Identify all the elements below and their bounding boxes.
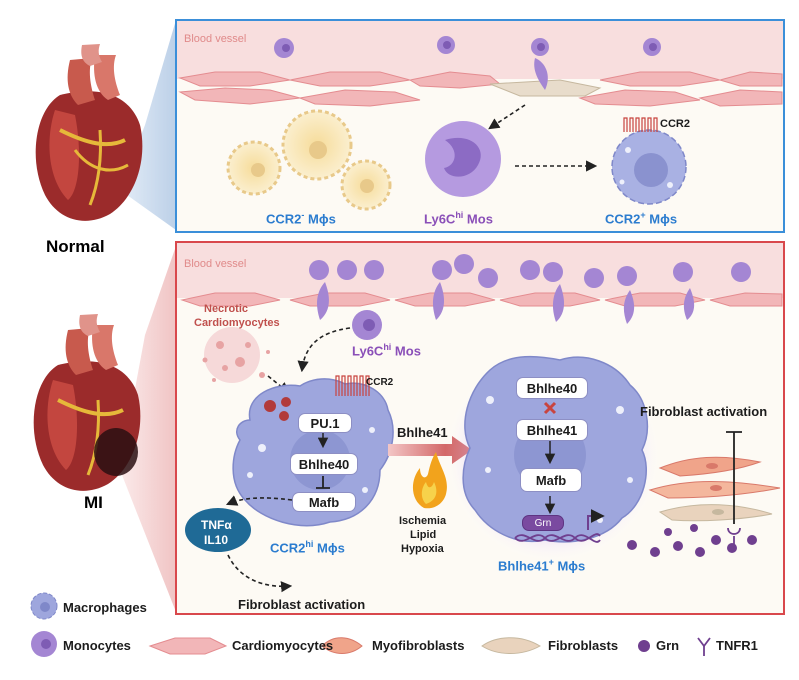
mi-vessel-monocytes — [309, 254, 751, 324]
legend-myofibroblast-icon — [321, 637, 363, 654]
ccr2-positive-sup: + — [640, 210, 646, 220]
ccr2hi-tail: Mϕs — [313, 540, 345, 556]
legend-tnfr1-icon — [697, 637, 711, 656]
bhlhe41-arrow-label: Bhlhe41 — [397, 425, 448, 440]
necrotic-label-line2: Cardiomyocytes — [194, 317, 280, 329]
legend-grn-icon — [638, 640, 650, 652]
ccr2hi-sup: hi — [305, 539, 314, 549]
mi-label: MI — [84, 493, 103, 512]
repression-cross-icon — [543, 401, 557, 415]
ccr2-negative-tail: Mϕs — [304, 211, 336, 227]
bhlhe41-positive-main: Bhlhe41 — [498, 558, 549, 574]
mi-recruitment-arrow — [297, 327, 351, 373]
legend-fibroblasts-label: Fibroblasts — [548, 638, 619, 653]
mafb-node-right: Mafb — [520, 468, 582, 492]
normal-ly6c-main: Ly6C — [424, 211, 456, 227]
ccr2hi-label: CCR2hi Mϕs — [270, 539, 345, 556]
necrotic-label-line1: Necrotic — [204, 303, 249, 315]
bhlhe41-positive-label: Bhlhe41+ Mϕs — [498, 557, 586, 574]
normal-label: Normal — [46, 237, 105, 256]
legend-macrophages-label: Macrophages — [63, 600, 147, 615]
mi-ccr2-receptor-label: CCR2 — [366, 377, 394, 388]
ccr2hi-main: CCR2 — [270, 540, 306, 556]
legend-grn-label: Grn — [656, 638, 680, 653]
legend-myofibroblasts-label: Myofibroblasts — [372, 638, 465, 653]
legend-cardiomyocyte-icon — [148, 637, 228, 655]
mi-ly6c-label: Ly6Chi Mos — [352, 342, 421, 359]
normal-ly6c-monocyte — [425, 121, 501, 197]
bhlhe40-inhibits-mafb — [316, 476, 330, 489]
normal-vessel-label: Blood vessel — [184, 33, 247, 45]
bhlhe41-node-right: Bhlhe41 — [516, 419, 588, 441]
ccr2-positive-label: CCR2+ Mϕs — [605, 210, 678, 227]
cytokine-to-fibroblast-arrow — [227, 554, 293, 593]
legend-macrophage-icon — [30, 592, 58, 620]
mi-zoom-wedge — [120, 246, 176, 612]
bhlhe41-transition-arrow — [388, 436, 472, 464]
normal-ccr2-positive-macrophage — [611, 129, 687, 205]
legend-monocytes-label: Monocytes — [63, 638, 131, 653]
grn-gene-box: Grn — [522, 515, 564, 531]
cytokine-label-line1: TNFα — [201, 518, 232, 532]
bhlhe41-positive-tail: Mϕs — [553, 558, 586, 574]
bhlhe40-node-right: Bhlhe40 — [516, 377, 588, 399]
mafb-to-cytokines-arrow — [225, 495, 293, 506]
necrotic-cardiomyocytes-icon — [202, 327, 270, 383]
ccr2-negative-main: CCR2 — [266, 211, 302, 227]
legend-tnfr1-label: TNFR1 — [716, 638, 758, 653]
normal-vessel-monocytes — [274, 36, 661, 90]
ccr2-negative-label: CCR2- Mϕs — [266, 210, 336, 227]
mi-ly6c-monocyte — [352, 310, 382, 340]
normal-heart-icon — [35, 44, 143, 221]
mi-cardiomyocyte-layer — [180, 292, 783, 307]
normal-blood-vessel — [177, 21, 783, 79]
normal-ly6c-sup: hi — [455, 210, 464, 220]
legend-fibroblast-icon — [481, 637, 542, 654]
flame-icon — [412, 452, 447, 509]
cytokine-label-line2: IL10 — [204, 533, 229, 547]
stimulus-ischemia: Ischemia — [399, 515, 447, 527]
normal-ly6c-tail: Mos — [463, 211, 493, 227]
grn-dots — [627, 524, 757, 557]
ccr2-positive-main: CCR2 — [605, 211, 641, 227]
phagocytosed-debris — [264, 397, 291, 421]
grn-inhibits-fibroblast-icon — [726, 431, 742, 524]
mi-ly6c-sup: hi — [383, 342, 392, 352]
normal-ccr2-receptor-label: CCR2 — [660, 118, 690, 130]
pu1-node: PU.1 — [298, 413, 352, 433]
dna-helix-icon — [514, 533, 601, 543]
mi-ly6c-tail: Mos — [391, 343, 421, 359]
tnfr1-receptor-icon — [727, 527, 741, 544]
normal-cardiomyocyte-layer — [178, 71, 783, 107]
bhlhe41-positive-sup: + — [548, 557, 554, 567]
ccr2-negative-sup: - — [301, 210, 305, 220]
mafb-node-left: Mafb — [292, 492, 356, 512]
legend-monocyte-icon — [31, 631, 57, 657]
mi-ly6c-main: Ly6C — [352, 343, 384, 359]
ccr2hi-macrophage — [232, 378, 394, 527]
transcription-start-icon — [587, 509, 605, 530]
cytokine-oval — [185, 508, 251, 552]
mi-vessel-label: Blood vessel — [184, 258, 247, 270]
mi-heart-icon — [33, 314, 141, 491]
normal-ccr2-receptor-icon — [623, 117, 658, 132]
fibroblast-activation-right-label: Fibroblast activation — [640, 404, 768, 419]
fibroblast-activation-bottom-label: Fibroblast activation — [238, 597, 366, 612]
normal-ccr2-negative-macrophages — [226, 109, 392, 211]
ccr2-positive-tail: Mϕs — [645, 211, 678, 227]
bhlhe40-node-left: Bhlhe40 — [290, 453, 358, 475]
mi-ccr2-receptor-icon — [335, 375, 370, 396]
activated-myofibroblasts-icon — [648, 456, 781, 522]
stimulus-lipid: Lipid — [410, 529, 437, 541]
legend-cardiomyocytes-label: Cardiomyocytes — [232, 638, 334, 653]
normal-ly6c-label: Ly6Chi Mos — [424, 210, 493, 227]
stimulus-hypoxia: Hypoxia — [401, 543, 444, 555]
